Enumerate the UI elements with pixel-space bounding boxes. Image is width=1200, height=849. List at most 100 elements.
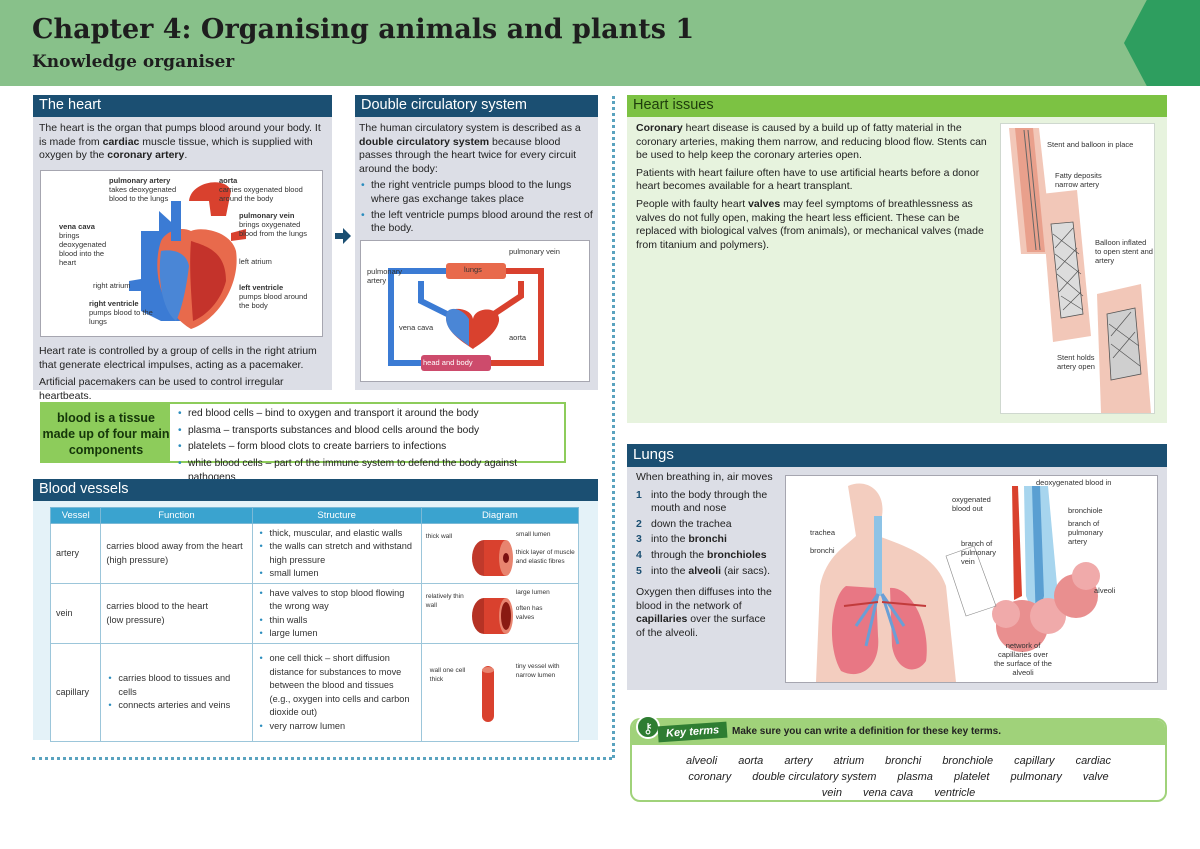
circ-label-lungs: lungs: [464, 265, 482, 274]
lungs-label-oxygenated: oxygenated blood out: [952, 495, 991, 513]
structure-item: very narrow lumen: [258, 720, 416, 734]
column-divider: [612, 96, 615, 758]
key-term: ventricle: [934, 787, 976, 799]
component-item: platelets – form blood clots to create b…: [176, 440, 564, 455]
circ-label-pulmonary-vein: pulmonary vein: [509, 247, 560, 256]
key-term: vein: [821, 787, 842, 799]
lungs-oxygen-text: Oxygen then diffuses into the blood in t…: [636, 586, 772, 639]
issues-text: Coronary heart disease is caused by a bu…: [636, 122, 987, 251]
key-term: valve: [1082, 771, 1109, 783]
structure-item: have valves to stop blood flowing the wr…: [258, 587, 416, 614]
key-term: bronchi: [885, 755, 922, 767]
blood-components-box: blood is a tissue made up of four main c…: [40, 402, 566, 483]
vessel-structure: thick, muscular, and elastic walls the w…: [251, 523, 422, 584]
circ-label-vena-cava: vena cava: [399, 323, 434, 332]
stent-label-balloon: Balloon inflated to open stent and arter…: [1095, 238, 1153, 265]
structure-item: the walls can stretch and withstand high…: [258, 540, 416, 567]
key-term: platelet: [953, 771, 990, 783]
bottom-divider: [32, 757, 612, 760]
key-terms-instruction: Make sure you can write a definition for…: [732, 726, 1001, 737]
blood-components-title: blood is a tissue made up of four main c…: [42, 404, 170, 461]
stent-label-in-place: Stent and balloon in place: [1047, 140, 1134, 149]
circ-label-pulmonary-artery: pulmonary artery: [367, 267, 403, 285]
lungs-illustration: [816, 483, 1100, 682]
double-heading: Double circulatory system: [355, 95, 598, 117]
double-bullet-item: the left ventricle pumps blood around th…: [359, 209, 594, 236]
key-terms-line: alveoli aorta artery atrium bronchi bron…: [642, 753, 1155, 769]
col-function: Function: [100, 507, 253, 524]
key-terms-list: alveoli aorta artery atrium bronchi bron…: [642, 753, 1155, 801]
key-term: capillary: [1014, 755, 1055, 767]
table-row: capillary carries blood to tissues and c…: [49, 643, 580, 742]
lungs-label-branch-artery: branch of pulmonary artery: [1068, 519, 1104, 546]
key-icon: ⚷: [636, 715, 660, 739]
structure-item: thick, muscular, and elastic walls: [258, 527, 416, 541]
double-bullet-item: the right ventricle pumps blood to the l…: [359, 179, 594, 206]
key-term: cardiac: [1075, 755, 1112, 767]
key-term: pulmonary: [1010, 771, 1062, 783]
stent-diagram: Stent and balloon in place Fatty deposit…: [1000, 123, 1155, 414]
lungs-diagram: deoxygenated blood in oxygenated blood o…: [785, 475, 1158, 683]
lungs-label-alveoli: alveoli: [1094, 586, 1116, 595]
vessels-heading: Blood vessels: [33, 479, 598, 501]
title-banner: [0, 0, 1200, 86]
lungs-label-deoxygenated: deoxygenated blood in: [1036, 478, 1112, 487]
structure-item: thin walls: [258, 614, 416, 628]
component-item: plasma – transports substances and blood…: [176, 424, 564, 439]
key-term: coronary: [688, 771, 732, 783]
key-term: bronchiole: [942, 755, 994, 767]
table-row: artery carries blood away from the heart…: [49, 523, 580, 584]
double-bullets: the right ventricle pumps blood to the l…: [359, 179, 594, 235]
circulation-diagram: pulmonary vein lungs pulmonary artery ve…: [360, 240, 590, 382]
artery-icon: [471, 540, 513, 576]
heart-illustration: [129, 182, 246, 329]
blood-components-list: red blood cells – bind to oxygen and tra…: [176, 407, 564, 488]
function-item: connects arteries and veins: [106, 699, 246, 713]
structure-item: small lumen: [258, 567, 416, 581]
vessels-table: Vessel Function Structure Diagram artery…: [49, 507, 580, 742]
structure-item: large lumen: [258, 627, 416, 641]
table-row: vein carries blood to the heart(low pres…: [49, 583, 580, 644]
table-header-row: Vessel Function Structure Diagram: [49, 507, 580, 524]
heart-label-right-atrium: right atrium: [93, 281, 131, 290]
lungs-label-network: network of capillaries over the surface …: [994, 641, 1052, 677]
double-intro: The human circulatory system is describe…: [359, 122, 594, 238]
heart-rate-text: Heart rate is controlled by a group of c…: [39, 345, 329, 407]
capillary-icon: [481, 666, 494, 722]
structure-item: one cell thick – short diffusion distanc…: [258, 652, 416, 720]
vessel-function: carries blood to tissues and cells conne…: [100, 643, 253, 742]
lungs-heading: Lungs: [627, 444, 1167, 467]
circulation-illustration: [388, 263, 544, 371]
pacemaker-text: Artificial pacemakers can be used to con…: [39, 376, 284, 402]
key-terms-box: ⚷ Key terms Make sure you can write a de…: [630, 715, 1167, 802]
key-term: artery: [784, 755, 813, 767]
col-vessel: Vessel: [49, 507, 102, 524]
key-term: aorta: [738, 755, 764, 767]
key-term: vena cava: [863, 787, 914, 799]
capillary-diagram: wall one cell thick tiny vessel with nar…: [420, 643, 580, 742]
vessel-name: capillary: [49, 643, 102, 742]
heart-intro: The heart is the organ that pumps blood …: [39, 122, 321, 162]
circ-label-aorta: aorta: [509, 333, 527, 342]
page-title: Chapter 4: Organising animals and plants…: [32, 14, 695, 45]
heart-heading: The heart: [33, 95, 332, 117]
vein-diagram: relatively thin wall large lumen often h…: [420, 583, 580, 644]
key-term: atrium: [833, 755, 865, 767]
vessel-structure: one cell thick – short diffusion distanc…: [251, 643, 422, 742]
vessel-name: artery: [49, 523, 102, 584]
stent-illustration: [1009, 128, 1151, 413]
key-terms-line: vein vena cava ventricle: [642, 785, 1155, 801]
stent-label-fatty: Fatty deposits narrow artery: [1055, 171, 1102, 189]
